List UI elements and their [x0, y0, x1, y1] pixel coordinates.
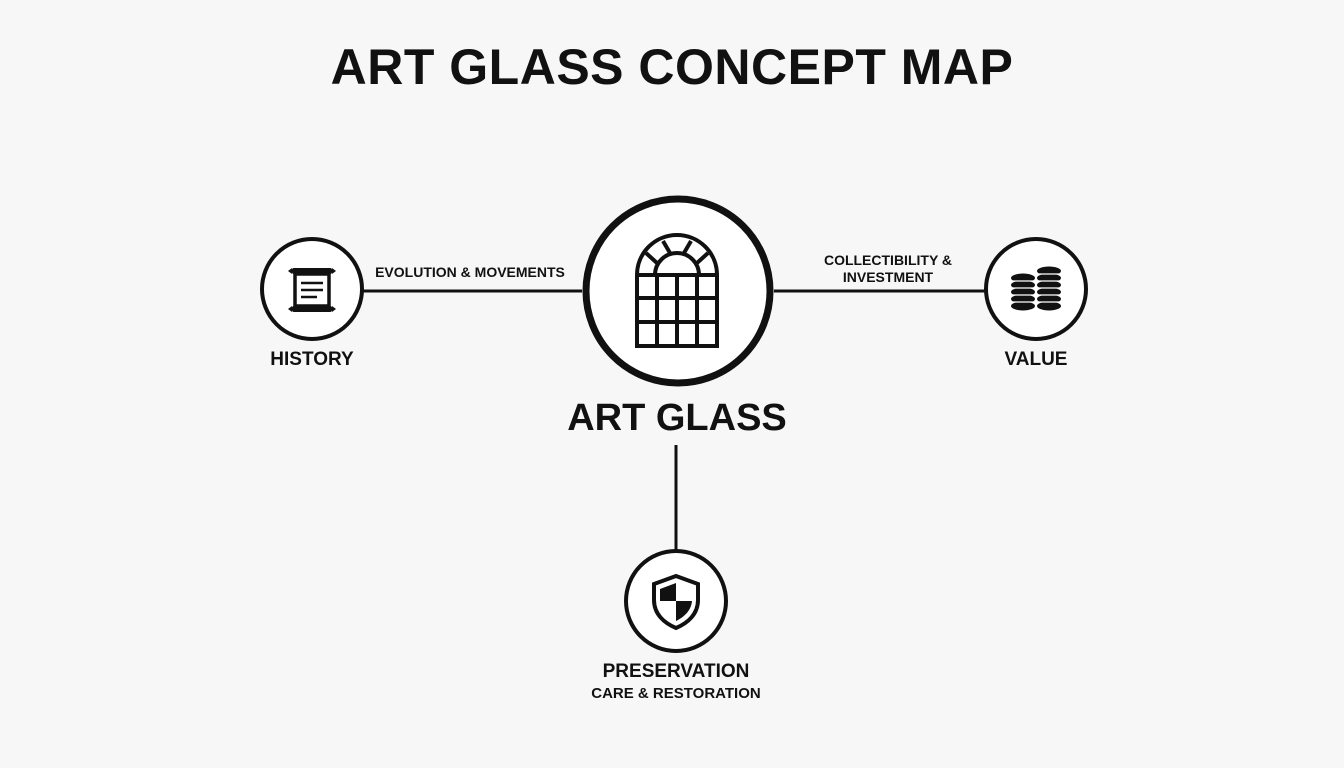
central-node [582, 195, 774, 387]
preservation-node [624, 549, 728, 653]
diagram-title: ART GLASS CONCEPT MAP [330, 39, 1014, 95]
value-label: VALUE [1004, 349, 1068, 370]
shield-icon [652, 573, 700, 631]
edge-label-value-line1: COLLECTIBILITY & [823, 252, 953, 268]
history-label: HISTORY [270, 349, 354, 370]
value-node-circle [984, 237, 1088, 341]
coin-stacks-icon [1011, 266, 1061, 311]
scroll-icon [288, 268, 336, 312]
arched-window-icon [635, 233, 719, 348]
edge-label-history: EVOLUTION & MOVEMENTS [375, 264, 565, 280]
history-node [260, 237, 364, 341]
central-label: ART GLASS [567, 397, 787, 439]
preservation-sublabel: CARE & RESTORATION [591, 685, 761, 702]
edge-label-value: COLLECTIBILITY & INVESTMENT [788, 252, 988, 286]
preservation-label: PRESERVATION [602, 661, 750, 682]
edge-label-value-line2: INVESTMENT [842, 269, 934, 285]
value-node [984, 237, 1088, 341]
